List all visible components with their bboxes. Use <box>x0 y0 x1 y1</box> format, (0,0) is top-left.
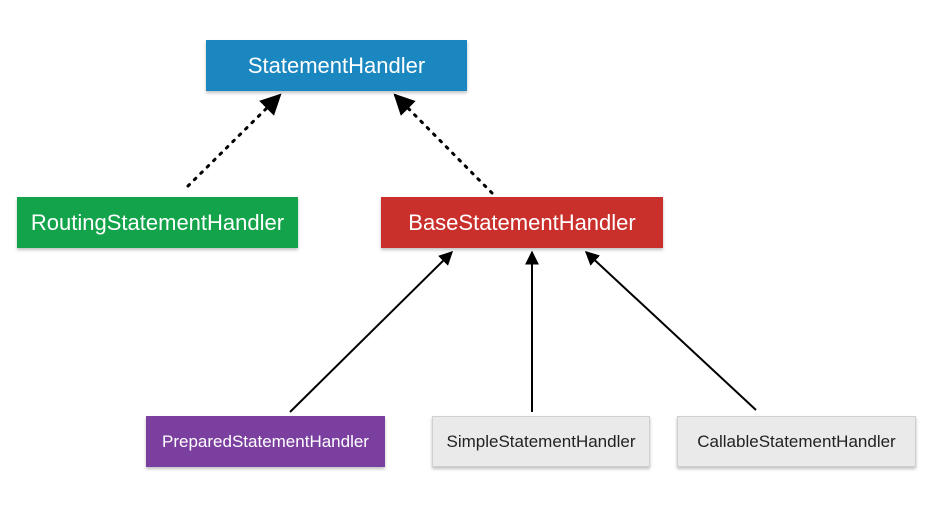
node-simple-statement-handler-label: SimpleStatementHandler <box>446 431 636 451</box>
node-statement-handler-label: StatementHandler <box>247 52 426 78</box>
node-callable-statement-handler: CallableStatementHandler <box>677 416 916 467</box>
edge-base-to-statement <box>393 93 494 195</box>
node-base-statement-handler-label: BaseStatementHandler <box>408 209 636 235</box>
node-simple-statement-handler: SimpleStatementHandler <box>432 416 650 467</box>
node-routing-statement-handler: RoutingStatementHandler <box>17 197 298 248</box>
edge-prepared-to-base <box>289 251 453 413</box>
edge-routing-to-statement <box>186 93 282 188</box>
node-prepared-statement-handler-label: PreparedStatementHandler <box>162 431 369 451</box>
node-base-statement-handler: BaseStatementHandler <box>381 197 663 248</box>
edge-callable-to-base <box>584 251 757 411</box>
node-statement-handler: StatementHandler <box>206 40 467 91</box>
node-callable-statement-handler-label: CallableStatementHandler <box>697 431 896 451</box>
node-routing-statement-handler-label: RoutingStatementHandler <box>30 209 285 235</box>
node-prepared-statement-handler: PreparedStatementHandler <box>146 416 385 467</box>
